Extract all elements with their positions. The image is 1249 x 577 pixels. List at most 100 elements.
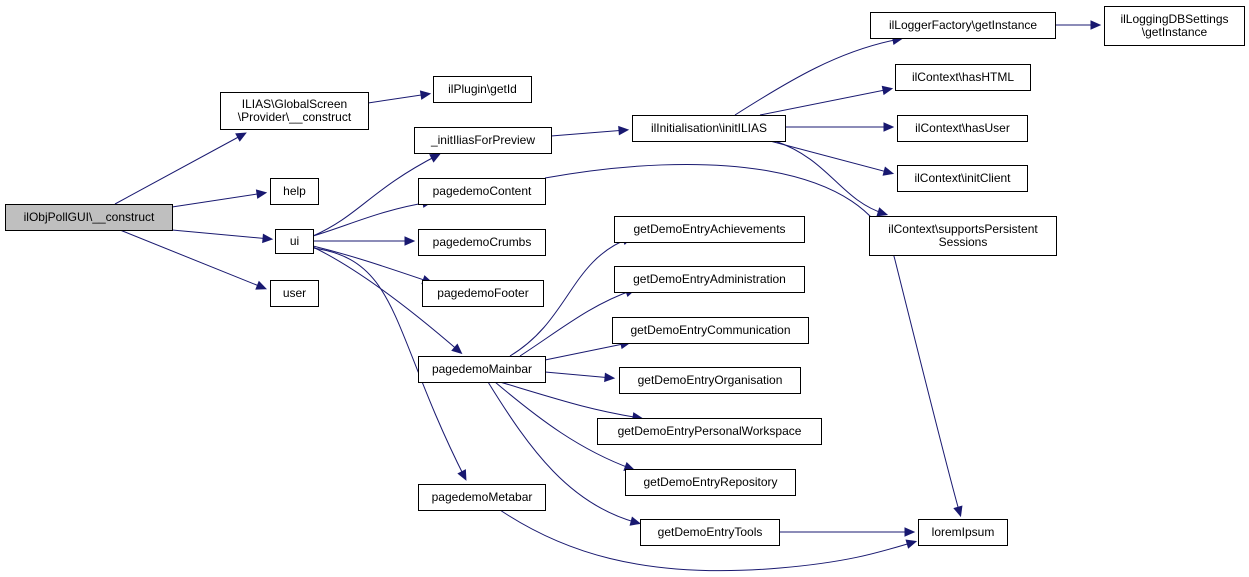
node-lorem[interactable]: loremIpsum xyxy=(918,519,1008,546)
arrowhead-content-to-lorem xyxy=(953,505,963,518)
node-label: ilContext\initClient xyxy=(914,171,1011,185)
node-label: pagedemoContent xyxy=(433,184,532,198)
arrowhead-ui-to-metabar xyxy=(457,469,467,481)
arrowhead-initIlias-to-initILIAS xyxy=(618,125,630,136)
node-label: getDemoEntryTools xyxy=(658,525,763,539)
node-initClient[interactable]: ilContext\initClient xyxy=(897,165,1028,192)
node-box xyxy=(418,484,546,511)
edge-ui-to-metabar xyxy=(312,247,466,479)
node-box xyxy=(614,216,805,243)
node-root[interactable]: ilObjPollGUI\__construct xyxy=(5,204,173,231)
node-ui[interactable]: ui xyxy=(275,229,314,254)
arrowhead-tools-to-lorem xyxy=(904,527,916,537)
node-box xyxy=(897,165,1028,192)
graph-edges xyxy=(114,20,1102,572)
node-comm[interactable]: getDemoEntryCommunication xyxy=(612,317,809,344)
node-user[interactable]: user xyxy=(270,280,319,307)
node-label: ilPlugin\getId xyxy=(448,82,517,96)
node-box xyxy=(619,367,801,394)
node-label: pagedemoMainbar xyxy=(432,362,532,376)
node-box xyxy=(895,64,1031,91)
node-box xyxy=(418,356,546,383)
node-footer[interactable]: pagedemoFooter xyxy=(422,280,544,307)
node-label: loremIpsum xyxy=(932,525,995,539)
node-achieve[interactable]: getDemoEntryAchievements xyxy=(614,216,805,243)
node-box xyxy=(275,229,314,254)
edge-mainbar-to-tools xyxy=(487,381,639,524)
node-label: ui xyxy=(290,234,299,248)
node-hasUser[interactable]: ilContext\hasUser xyxy=(897,115,1028,142)
graph-nodes: ilObjPollGUI\__construct ILIAS\GlobalScre… xyxy=(5,6,1245,546)
node-box xyxy=(5,204,173,231)
node-repo[interactable]: getDemoEntryRepository xyxy=(625,469,796,496)
node-box xyxy=(418,178,546,205)
node-plugin[interactable]: ilPlugin\getId xyxy=(433,76,532,103)
node-box xyxy=(433,76,532,103)
edge-root-to-gs xyxy=(114,133,245,205)
node-logger[interactable]: ilLoggerFactory\getInstance xyxy=(870,12,1056,39)
edge-mainbar-to-org xyxy=(544,371,613,379)
node-box xyxy=(414,127,552,154)
node-box xyxy=(897,115,1028,142)
arrowhead-root-to-gs xyxy=(235,132,247,142)
node-initILIAS[interactable]: ilInitialisation\initILIAS xyxy=(632,115,786,142)
node-org[interactable]: getDemoEntryOrganisation xyxy=(619,367,801,394)
node-label: help xyxy=(283,184,306,198)
node-logdb[interactable]: ilLoggingDBSettings\getInstance xyxy=(1104,6,1245,46)
node-hasHTML[interactable]: ilContext\hasHTML xyxy=(895,64,1031,91)
arrowhead-mainbar-to-org xyxy=(604,372,616,383)
node-box xyxy=(1104,6,1245,46)
edge-root-to-user xyxy=(119,229,265,289)
node-label: user xyxy=(283,286,306,300)
node-label: ilInitialisation\initILIAS xyxy=(651,121,767,135)
node-box xyxy=(640,519,780,546)
node-help[interactable]: help xyxy=(270,178,319,205)
edge-initILIAS-to-persist xyxy=(774,140,886,215)
node-crumbs[interactable]: pagedemoCrumbs xyxy=(418,229,546,256)
arrowhead-root-to-ui xyxy=(262,233,274,244)
node-admin[interactable]: getDemoEntryAdministration xyxy=(614,266,805,293)
edge-metabar-to-lorem xyxy=(499,509,915,572)
node-pws[interactable]: getDemoEntryPersonalWorkspace xyxy=(597,418,822,445)
edge-root-to-help xyxy=(171,192,265,208)
arrowhead-ui-to-initIlias xyxy=(429,153,441,163)
node-label: pagedemoFooter xyxy=(437,286,528,300)
node-box xyxy=(422,280,544,307)
edge-mainbar-to-admin xyxy=(519,289,634,357)
node-box xyxy=(418,229,546,256)
node-box xyxy=(632,115,786,142)
node-content[interactable]: pagedemoContent xyxy=(418,178,546,205)
arrowhead-ui-to-crumbs xyxy=(404,236,416,246)
node-initIlias[interactable]: _initIliasForPreview xyxy=(414,127,552,154)
edge-ui-to-mainbar xyxy=(312,246,461,353)
edge-ui-to-content xyxy=(312,201,431,237)
edge-mainbar-to-achieve xyxy=(509,237,631,357)
edge-mainbar-to-repo xyxy=(494,381,633,470)
node-label: getDemoEntryAchievements xyxy=(633,222,785,236)
node-label: getDemoEntryCommunication xyxy=(630,323,790,337)
arrowhead-initILIAS-to-hasHTML xyxy=(881,85,894,96)
node-tools[interactable]: getDemoEntryTools xyxy=(640,519,780,546)
node-box xyxy=(625,469,796,496)
node-mainbar[interactable]: pagedemoMainbar xyxy=(418,356,546,383)
node-label: \getInstance xyxy=(1142,25,1208,39)
edge-ui-to-footer xyxy=(312,245,431,283)
edge-initILIAS-to-logger xyxy=(734,38,901,116)
node-label: ilLoggerFactory\getInstance xyxy=(889,18,1037,32)
node-label: ilContext\hasUser xyxy=(915,121,1010,135)
arrowhead-initILIAS-to-persist xyxy=(876,207,889,217)
arrowhead-root-to-help xyxy=(255,189,268,199)
node-metabar[interactable]: pagedemoMetabar xyxy=(418,484,546,511)
edge-gs-to-plugin xyxy=(367,93,429,104)
arrowhead-ui-to-mainbar xyxy=(451,343,463,355)
node-box xyxy=(270,280,319,307)
node-label: getDemoEntryPersonalWorkspace xyxy=(618,424,802,438)
edge-initILIAS-to-hasHTML xyxy=(759,88,891,116)
node-gs[interactable]: ILIAS\GlobalScreen\Provider\__construct xyxy=(220,92,369,130)
node-label: ilContext\supportsPersistent xyxy=(888,222,1038,236)
edge-mainbar-to-comm xyxy=(544,342,629,361)
node-box xyxy=(870,12,1056,39)
arrowhead-logger-to-logdb xyxy=(1090,20,1102,30)
